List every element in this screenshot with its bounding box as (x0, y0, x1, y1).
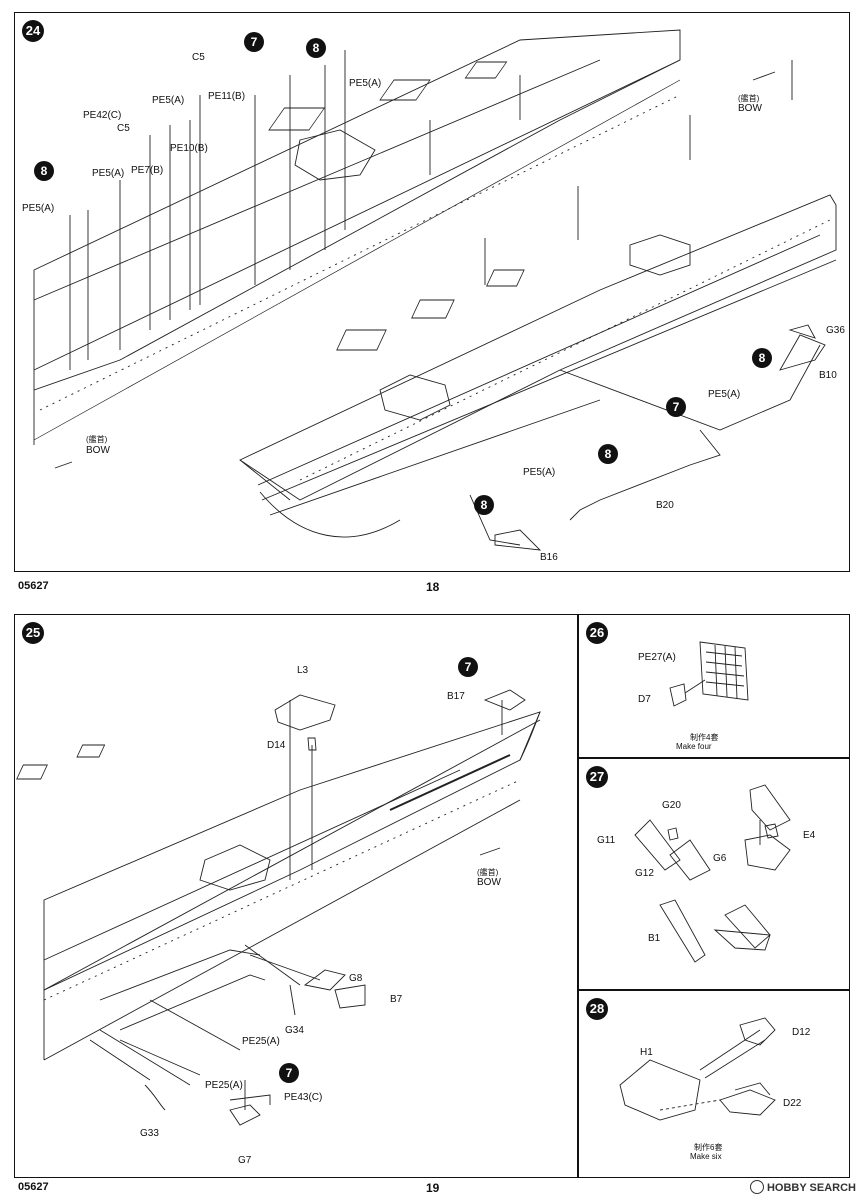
note-make-four: Make four (676, 742, 712, 751)
ref-7-c: 7 (458, 657, 478, 677)
label-g7: G7 (238, 1155, 252, 1166)
step-27-number: 27 (586, 766, 608, 788)
ref-8-d: 8 (598, 444, 618, 464)
note-make-six: Make six (690, 1152, 722, 1161)
label-bow-top-left: BOW (86, 445, 110, 456)
label-g8: G8 (349, 973, 363, 984)
label-pe42c: PE42(C) (83, 110, 122, 121)
label-b20: B20 (656, 500, 674, 511)
step-28-panel (578, 990, 850, 1178)
top-product-code: 05627 (18, 580, 49, 592)
ref-8-e: 8 (474, 495, 494, 515)
label-d14: D14 (267, 740, 286, 751)
label-bow-cn-top-right: (艦首) (738, 94, 760, 103)
step-28-number: 28 (586, 998, 608, 1020)
label-bow-top-right: BOW (738, 103, 762, 114)
label-b1: B1 (648, 933, 661, 944)
step-26-number: 26 (586, 622, 608, 644)
note-cn-make-six: 制作6套 (694, 1143, 723, 1152)
label-pe27a: PE27(A) (638, 652, 676, 663)
label-pe25a-1: PE25(A) (242, 1036, 280, 1047)
label-l3: L3 (297, 665, 309, 676)
label-bow-cn-top-left: (艦首) (86, 435, 108, 444)
label-e4: E4 (803, 830, 816, 841)
label-pe5a-1: PE5(A) (349, 78, 382, 89)
label-pe25a-2: PE25(A) (205, 1080, 243, 1091)
label-bow-bottom: BOW (477, 877, 501, 888)
label-b16: B16 (540, 552, 558, 563)
ref-7-b: 7 (666, 397, 686, 417)
hobby-search-logo-icon (749, 1180, 764, 1194)
bottom-product-code: 05627 (18, 1181, 49, 1193)
step-25-panel (14, 614, 578, 1178)
ref-8-b: 8 (34, 161, 54, 181)
label-pe10b: PE10(B) (170, 143, 208, 154)
label-d22: D22 (783, 1098, 802, 1109)
ref-7-d: 7 (279, 1063, 299, 1083)
label-g36: G36 (826, 325, 845, 336)
label-bow-cn-bottom: (艦首) (477, 868, 499, 877)
label-d7: D7 (638, 694, 651, 705)
note-cn-make-four: 制作4套 (690, 733, 719, 742)
top-page-number: 18 (426, 580, 440, 594)
label-c5-b: C5 (117, 123, 130, 134)
bottom-page-number: 19 (426, 1181, 440, 1195)
label-pe5a-6: PE5(A) (523, 467, 556, 478)
label-pe7b: PE7(B) (131, 165, 164, 176)
label-pe5a-2: PE5(A) (152, 95, 185, 106)
label-g33: G33 (140, 1128, 159, 1139)
watermark-text: HOBBY SEARCH (766, 1182, 856, 1194)
label-pe11b: PE11(B) (208, 91, 246, 102)
label-pe5a-4: PE5(A) (22, 203, 55, 214)
step-27-panel (578, 758, 850, 990)
label-d12: D12 (792, 1027, 811, 1038)
label-g20: G20 (662, 800, 681, 811)
label-g34: G34 (285, 1025, 304, 1036)
label-b7: B7 (390, 994, 403, 1005)
label-c5-a: C5 (192, 52, 205, 63)
label-b10: B10 (819, 370, 837, 381)
ref-8-a: 8 (306, 38, 326, 58)
ref-8-c: 8 (752, 348, 772, 368)
label-g12: G12 (635, 868, 654, 879)
label-b17: B17 (447, 691, 465, 702)
step-25-number: 25 (22, 622, 44, 644)
step-26-panel (578, 614, 850, 758)
step-24-number: 24 (22, 20, 44, 42)
label-pe43c: PE43(C) (284, 1092, 323, 1103)
label-g11: G11 (597, 835, 616, 846)
ref-7-a: 7 (244, 32, 264, 52)
label-h1: H1 (640, 1047, 653, 1058)
watermark: HOBBY SEARCH (749, 1180, 856, 1194)
label-g6: G6 (713, 853, 727, 864)
label-pe5a-5: PE5(A) (708, 389, 741, 400)
label-pe5a-3: PE5(A) (92, 168, 125, 179)
step-24-panel (14, 12, 850, 572)
